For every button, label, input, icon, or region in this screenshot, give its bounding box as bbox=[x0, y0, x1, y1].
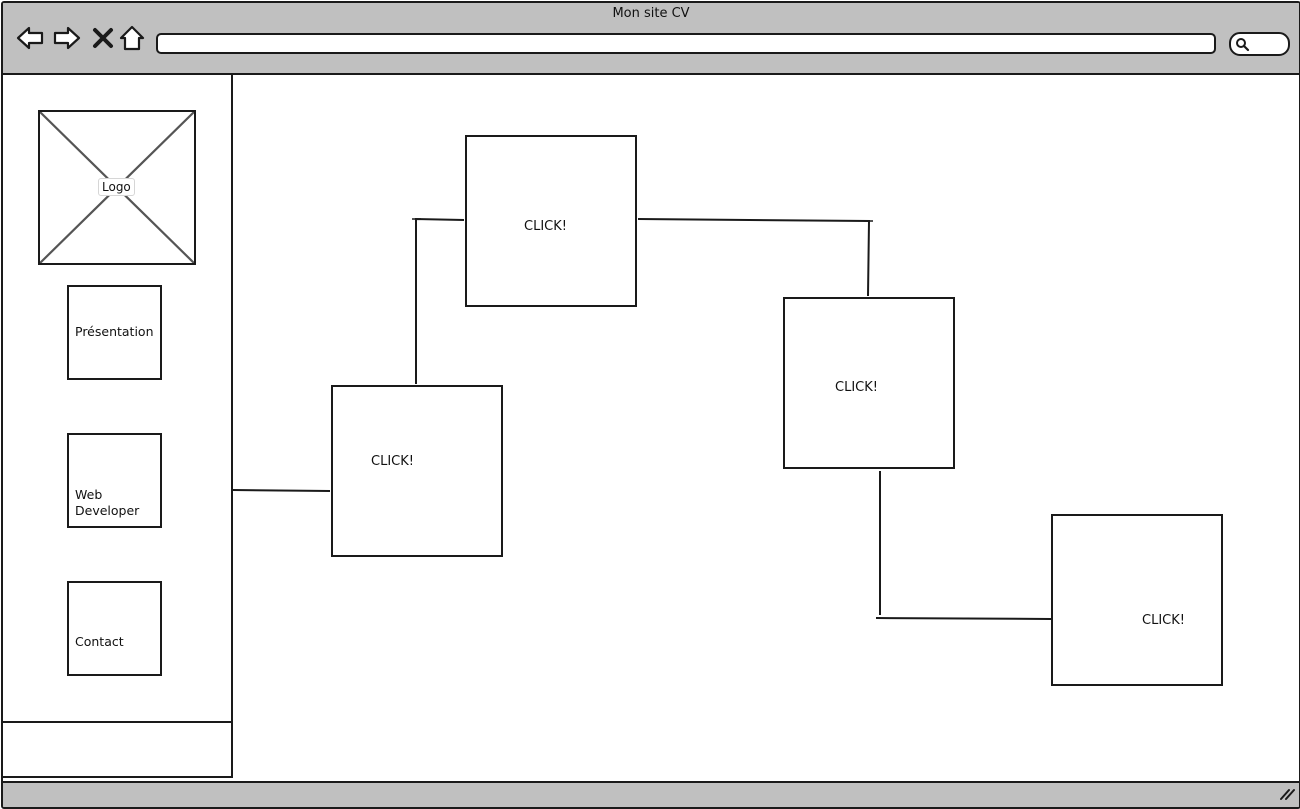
sidebar-item-web-developer[interactable]: Web Developer bbox=[67, 433, 162, 528]
back-button[interactable] bbox=[15, 23, 45, 53]
click-label: CLICK! bbox=[1142, 613, 1185, 628]
forward-button[interactable] bbox=[52, 23, 82, 53]
logo-placeholder: Logo bbox=[38, 110, 196, 265]
click-label: CLICK! bbox=[835, 380, 878, 395]
sidebar-item-label: Présentation bbox=[75, 324, 154, 339]
status-bar bbox=[3, 781, 1299, 807]
arrow-left-icon bbox=[16, 26, 44, 50]
click-box-1[interactable]: CLICK! bbox=[331, 385, 503, 557]
logo-label: Logo bbox=[98, 178, 135, 196]
arrow-right-icon bbox=[53, 26, 81, 50]
click-box-4[interactable]: CLICK! bbox=[1051, 514, 1223, 686]
browser-toolbar: Mon site CV bbox=[3, 3, 1299, 75]
sidebar-footer bbox=[3, 723, 233, 778]
main-content: CLICK! CLICK! CLICK! CLICK! bbox=[233, 75, 1299, 781]
search-field[interactable] bbox=[1229, 32, 1290, 56]
click-box-3[interactable]: CLICK! bbox=[783, 297, 955, 469]
close-icon bbox=[93, 28, 113, 48]
click-label: CLICK! bbox=[371, 454, 414, 469]
sidebar-item-label: Contact bbox=[75, 634, 124, 649]
search-icon bbox=[1236, 38, 1250, 52]
home-icon bbox=[119, 25, 145, 51]
sidebar-item-contact[interactable]: Contact bbox=[67, 581, 162, 676]
resize-grip-icon[interactable] bbox=[1279, 787, 1295, 801]
sidebar-item-presentation[interactable]: Présentation bbox=[67, 285, 162, 380]
window-title: Mon site CV bbox=[612, 6, 690, 21]
sidebar-item-label: Web Developer bbox=[75, 487, 140, 518]
stop-button[interactable] bbox=[89, 23, 119, 53]
click-label: CLICK! bbox=[524, 219, 567, 234]
home-button[interactable] bbox=[117, 23, 147, 53]
sidebar: Logo Présentation Web Developer Contact bbox=[3, 75, 233, 723]
click-box-2[interactable]: CLICK! bbox=[465, 135, 637, 307]
address-bar[interactable] bbox=[156, 33, 1216, 54]
connector-lines bbox=[233, 217, 1052, 620]
